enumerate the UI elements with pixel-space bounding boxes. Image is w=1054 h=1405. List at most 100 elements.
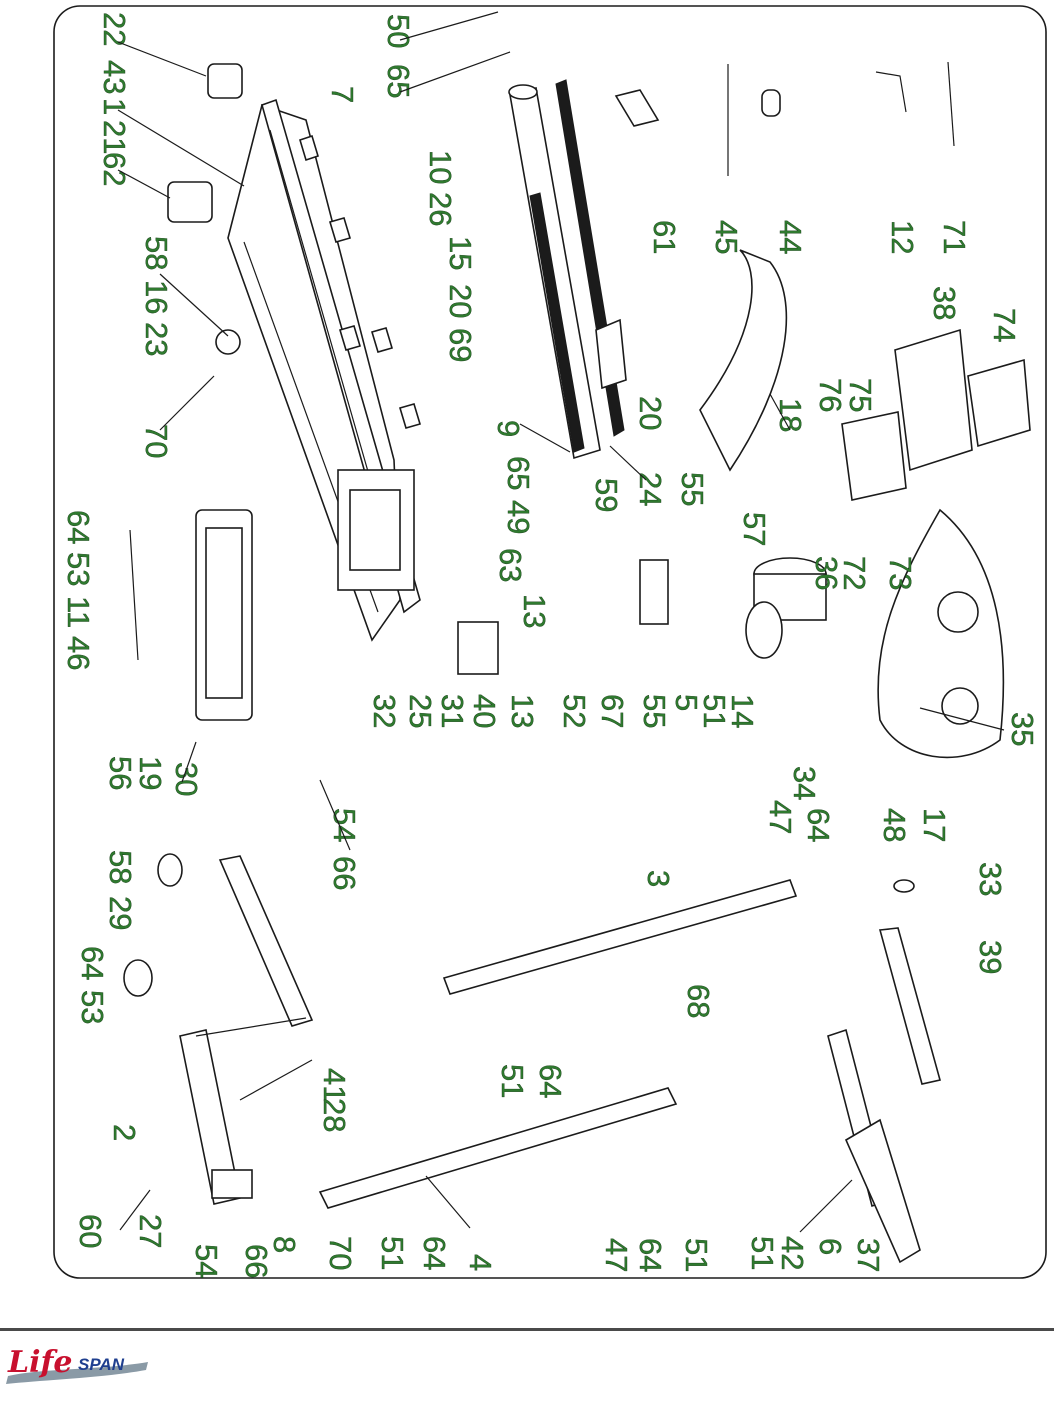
callout-label: 64 xyxy=(75,946,110,980)
callout-label: 57 xyxy=(737,512,772,546)
callout-label: 24 xyxy=(633,472,668,506)
callout-label: 19 xyxy=(133,756,168,790)
callout-label: 64 xyxy=(633,1238,668,1272)
callout-label: 42 xyxy=(775,1236,810,1270)
callout-label: 9 xyxy=(491,420,526,437)
brand-logo: Life SPAN xyxy=(6,1345,148,1384)
callout-label: 55 xyxy=(637,694,672,728)
callout-label: 52 xyxy=(557,694,592,728)
callout-label: 50 xyxy=(381,14,416,48)
callout-label: 37 xyxy=(851,1238,886,1272)
callout-label: 66 xyxy=(239,1244,274,1278)
callout-label: 64 xyxy=(61,510,96,544)
callout-label: 3 xyxy=(641,870,676,887)
callout-label: 10 xyxy=(423,150,458,184)
callout-label: 25 xyxy=(403,694,438,728)
callout-label: 54 xyxy=(327,808,362,842)
callout-label: 8 xyxy=(267,1236,302,1253)
handlebar-assembly xyxy=(827,879,941,1264)
callout-label: 20 xyxy=(633,396,668,430)
callout-label: 35 xyxy=(1005,712,1040,746)
callout-label: 26 xyxy=(423,192,458,226)
footer-rule xyxy=(0,1328,1054,1331)
callout-label: 15 xyxy=(443,236,478,270)
callout-label: 64 xyxy=(533,1064,568,1098)
callout-label: 74 xyxy=(987,308,1022,342)
callout-label: 40 xyxy=(467,694,502,728)
callout-label: 58 xyxy=(139,236,174,270)
callout-label: 47 xyxy=(763,800,798,834)
callout-label: 75 xyxy=(843,378,878,412)
callout-label: 38 xyxy=(927,286,962,320)
callout-label: 64 xyxy=(417,1236,452,1270)
callout-label: 20 xyxy=(443,284,478,318)
callout-label: 51 xyxy=(745,1236,780,1270)
callout-label: 14 xyxy=(725,694,760,728)
callout-label: 49 xyxy=(501,500,536,534)
callout-label: 44 xyxy=(773,220,808,254)
callout-label: 41 xyxy=(317,1068,352,1102)
callout-label: 71 xyxy=(937,220,972,254)
callout-label: 70 xyxy=(323,1236,358,1270)
callout-label: 65 xyxy=(501,456,536,490)
callout-label: 5 xyxy=(669,694,704,711)
callout-label: 46 xyxy=(61,636,96,670)
diagram-border xyxy=(53,5,1047,1279)
callout-label: 47 xyxy=(599,1238,634,1272)
callout-label: 60 xyxy=(73,1214,108,1248)
callout-label: 18 xyxy=(773,398,808,432)
callout-label: 51 xyxy=(495,1064,530,1098)
callout-label: 62 xyxy=(97,152,132,186)
leader-lines xyxy=(117,11,1005,1233)
base-frame xyxy=(123,853,314,1205)
callout-label: 7 xyxy=(325,86,360,103)
callout-label: 66 xyxy=(327,856,362,890)
callout-label: 64 xyxy=(801,808,836,842)
callout-label: 58 xyxy=(103,850,138,884)
motor-base-frame xyxy=(227,98,421,642)
callout-label: 51 xyxy=(679,1238,714,1272)
callout-label: 45 xyxy=(709,220,744,254)
callout-label: 4 xyxy=(463,1254,498,1271)
callout-label: 53 xyxy=(75,990,110,1024)
callout-label: 69 xyxy=(443,328,478,362)
callout-label: 34 xyxy=(787,766,822,800)
callout-label: 16 xyxy=(139,280,174,314)
callout-label: 55 xyxy=(675,472,710,506)
callout-label: 21 xyxy=(97,120,132,154)
brand-logo-span: SPAN xyxy=(78,1355,125,1374)
callout-label: 17 xyxy=(917,808,952,842)
callout-label: 33 xyxy=(973,862,1008,896)
callout-label: 43 xyxy=(97,60,132,94)
callout-label: 76 xyxy=(813,378,848,412)
callout-label: 2 xyxy=(107,1124,142,1141)
callout-label: 54 xyxy=(189,1244,224,1278)
brand-logo-script: Life xyxy=(7,1345,72,1380)
callout-labels: 22 43 1 21 62 58 16 23 70 7 50 65 10 26 … xyxy=(61,12,1040,1279)
callout-label: 11 xyxy=(61,596,96,628)
lower-controller-board xyxy=(195,509,253,721)
motor-hood xyxy=(699,249,788,472)
callout-label: 61 xyxy=(647,220,682,254)
callout-label: 51 xyxy=(375,1236,410,1270)
front-roller-assembly xyxy=(508,79,627,460)
drive-motor xyxy=(745,557,827,659)
callout-label: 31 xyxy=(435,694,470,728)
left-upright xyxy=(318,1087,678,1209)
motor-bracket xyxy=(457,559,669,675)
callout-label: 65 xyxy=(381,64,416,98)
callout-label: 6 xyxy=(813,1238,848,1255)
callout-label: 36 xyxy=(809,556,844,590)
callout-label: 48 xyxy=(877,808,912,842)
callout-label: 13 xyxy=(505,694,540,728)
callout-label: 70 xyxy=(139,424,174,458)
callout-label: 56 xyxy=(103,756,138,790)
callout-label: 51 xyxy=(697,694,732,728)
callout-label: 32 xyxy=(367,694,402,728)
callout-label: 59 xyxy=(589,478,624,512)
callout-label: 13 xyxy=(517,594,552,628)
callout-label: 63 xyxy=(493,548,528,582)
callout-label: 27 xyxy=(133,1214,168,1248)
callout-label: 29 xyxy=(103,896,138,930)
callout-label: 12 xyxy=(885,220,920,254)
